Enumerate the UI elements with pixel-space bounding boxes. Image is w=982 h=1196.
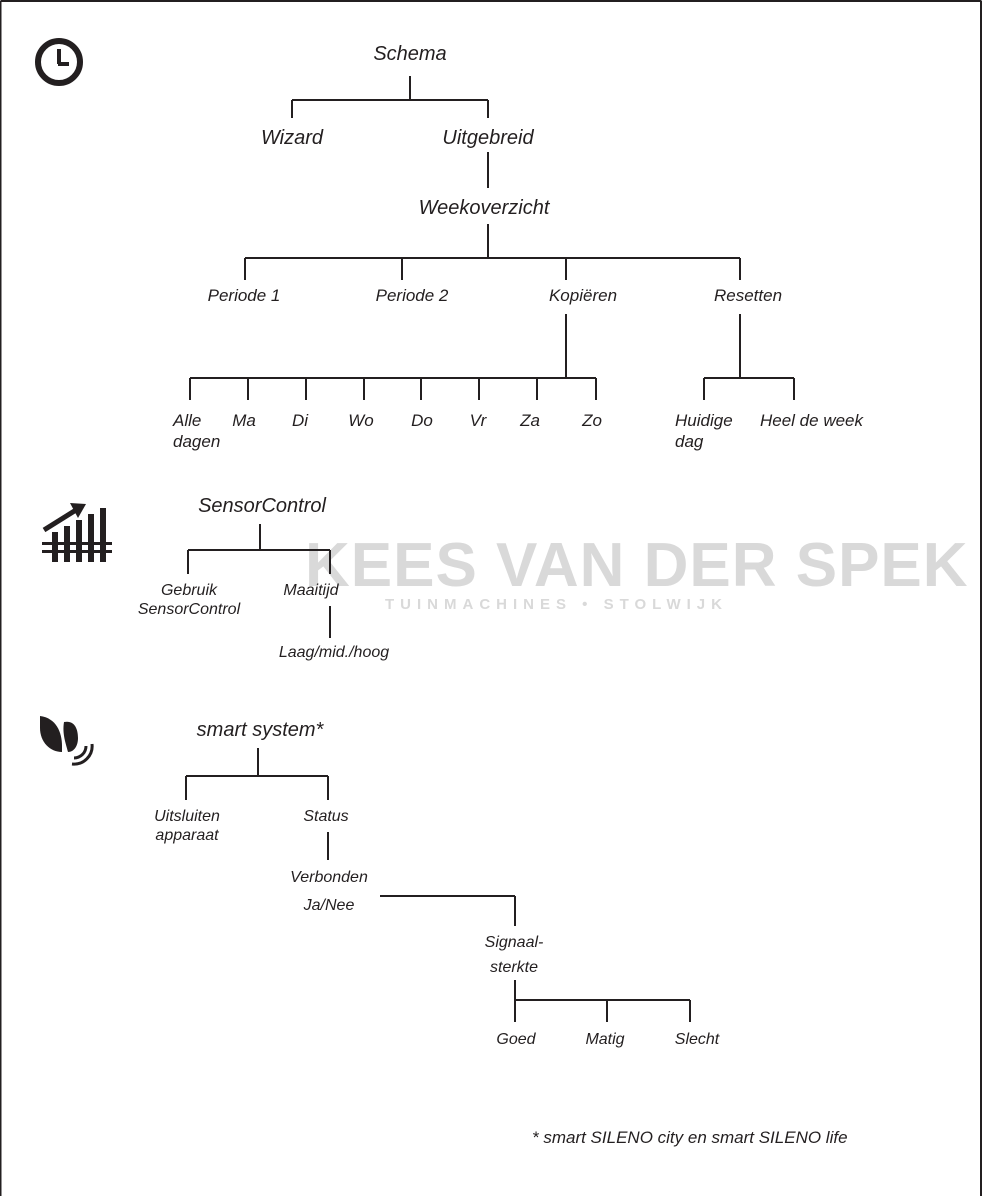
sensorcontrol-root-label: SensorControl: [198, 495, 326, 517]
maaitijd-label: Maaitijd: [283, 582, 339, 599]
wizard-label: Wizard: [260, 127, 324, 149]
goed-label: Goed: [496, 1031, 536, 1048]
kopieren-label: Kopiëren: [548, 286, 618, 305]
day-wo-label: Wo: [348, 411, 374, 430]
uitsluiten-apparaat-line2-label: apparaat: [155, 827, 219, 844]
heel-de-week-label: Heel de week: [760, 411, 864, 430]
smart-system-icon: [40, 716, 94, 766]
verbonden-ja-nee-label: Ja/Nee: [303, 897, 355, 914]
weekoverzicht-label: Weekoverzicht: [418, 197, 550, 219]
footnote: * smart SILENO city en smart SILENO life: [532, 1128, 848, 1147]
signaalsterkte-label: Signaal-: [484, 934, 544, 951]
day-alle-label: Alle: [173, 411, 202, 430]
gebruik-sensorcontrol-line2-label: SensorControl: [137, 601, 241, 618]
huidige-dag-label: Huidige: [675, 411, 733, 430]
periode1-label: Periode 1: [207, 286, 281, 305]
watermark-title: KEES VAN DER SPEK: [305, 531, 969, 600]
clock-icon: [35, 38, 83, 86]
huidige-dag-line2-label: dag: [675, 432, 704, 451]
laag-mid-hoog-label: Laag/mid./hoog: [278, 644, 390, 661]
resetten-label: Resetten: [713, 286, 783, 305]
gebruik-sensorcontrol-label: Gebruik: [160, 582, 218, 599]
sensor-control-icon: [42, 503, 112, 562]
day-zo-label: Zo: [582, 411, 602, 430]
day-vr-label: Vr: [469, 411, 487, 430]
day-di-label: Di: [291, 411, 309, 430]
uitsluiten-apparaat-label: Uitsluiten: [154, 808, 220, 825]
watermark-subtitle: TUINMACHINES • STOLWIJK: [385, 596, 728, 613]
day-ma-label: Ma: [232, 411, 256, 430]
day-do-label: Do: [411, 411, 433, 430]
signaalsterkte-line2-label: sterkte: [489, 959, 539, 976]
status-label: Status: [303, 808, 349, 825]
verbonden-label: Verbonden: [290, 869, 368, 886]
schema-root-label: Schema: [373, 43, 447, 65]
slecht-label: Slecht: [674, 1031, 720, 1048]
uitgebreid-label: Uitgebreid: [442, 127, 534, 149]
day-alle-line2-label: dagen: [173, 432, 221, 451]
day-za-label: Za: [520, 411, 540, 430]
periode2-label: Periode 2: [375, 286, 449, 305]
smart-system-root-label: smart system*: [196, 719, 324, 741]
matig-label: Matig: [585, 1031, 625, 1048]
